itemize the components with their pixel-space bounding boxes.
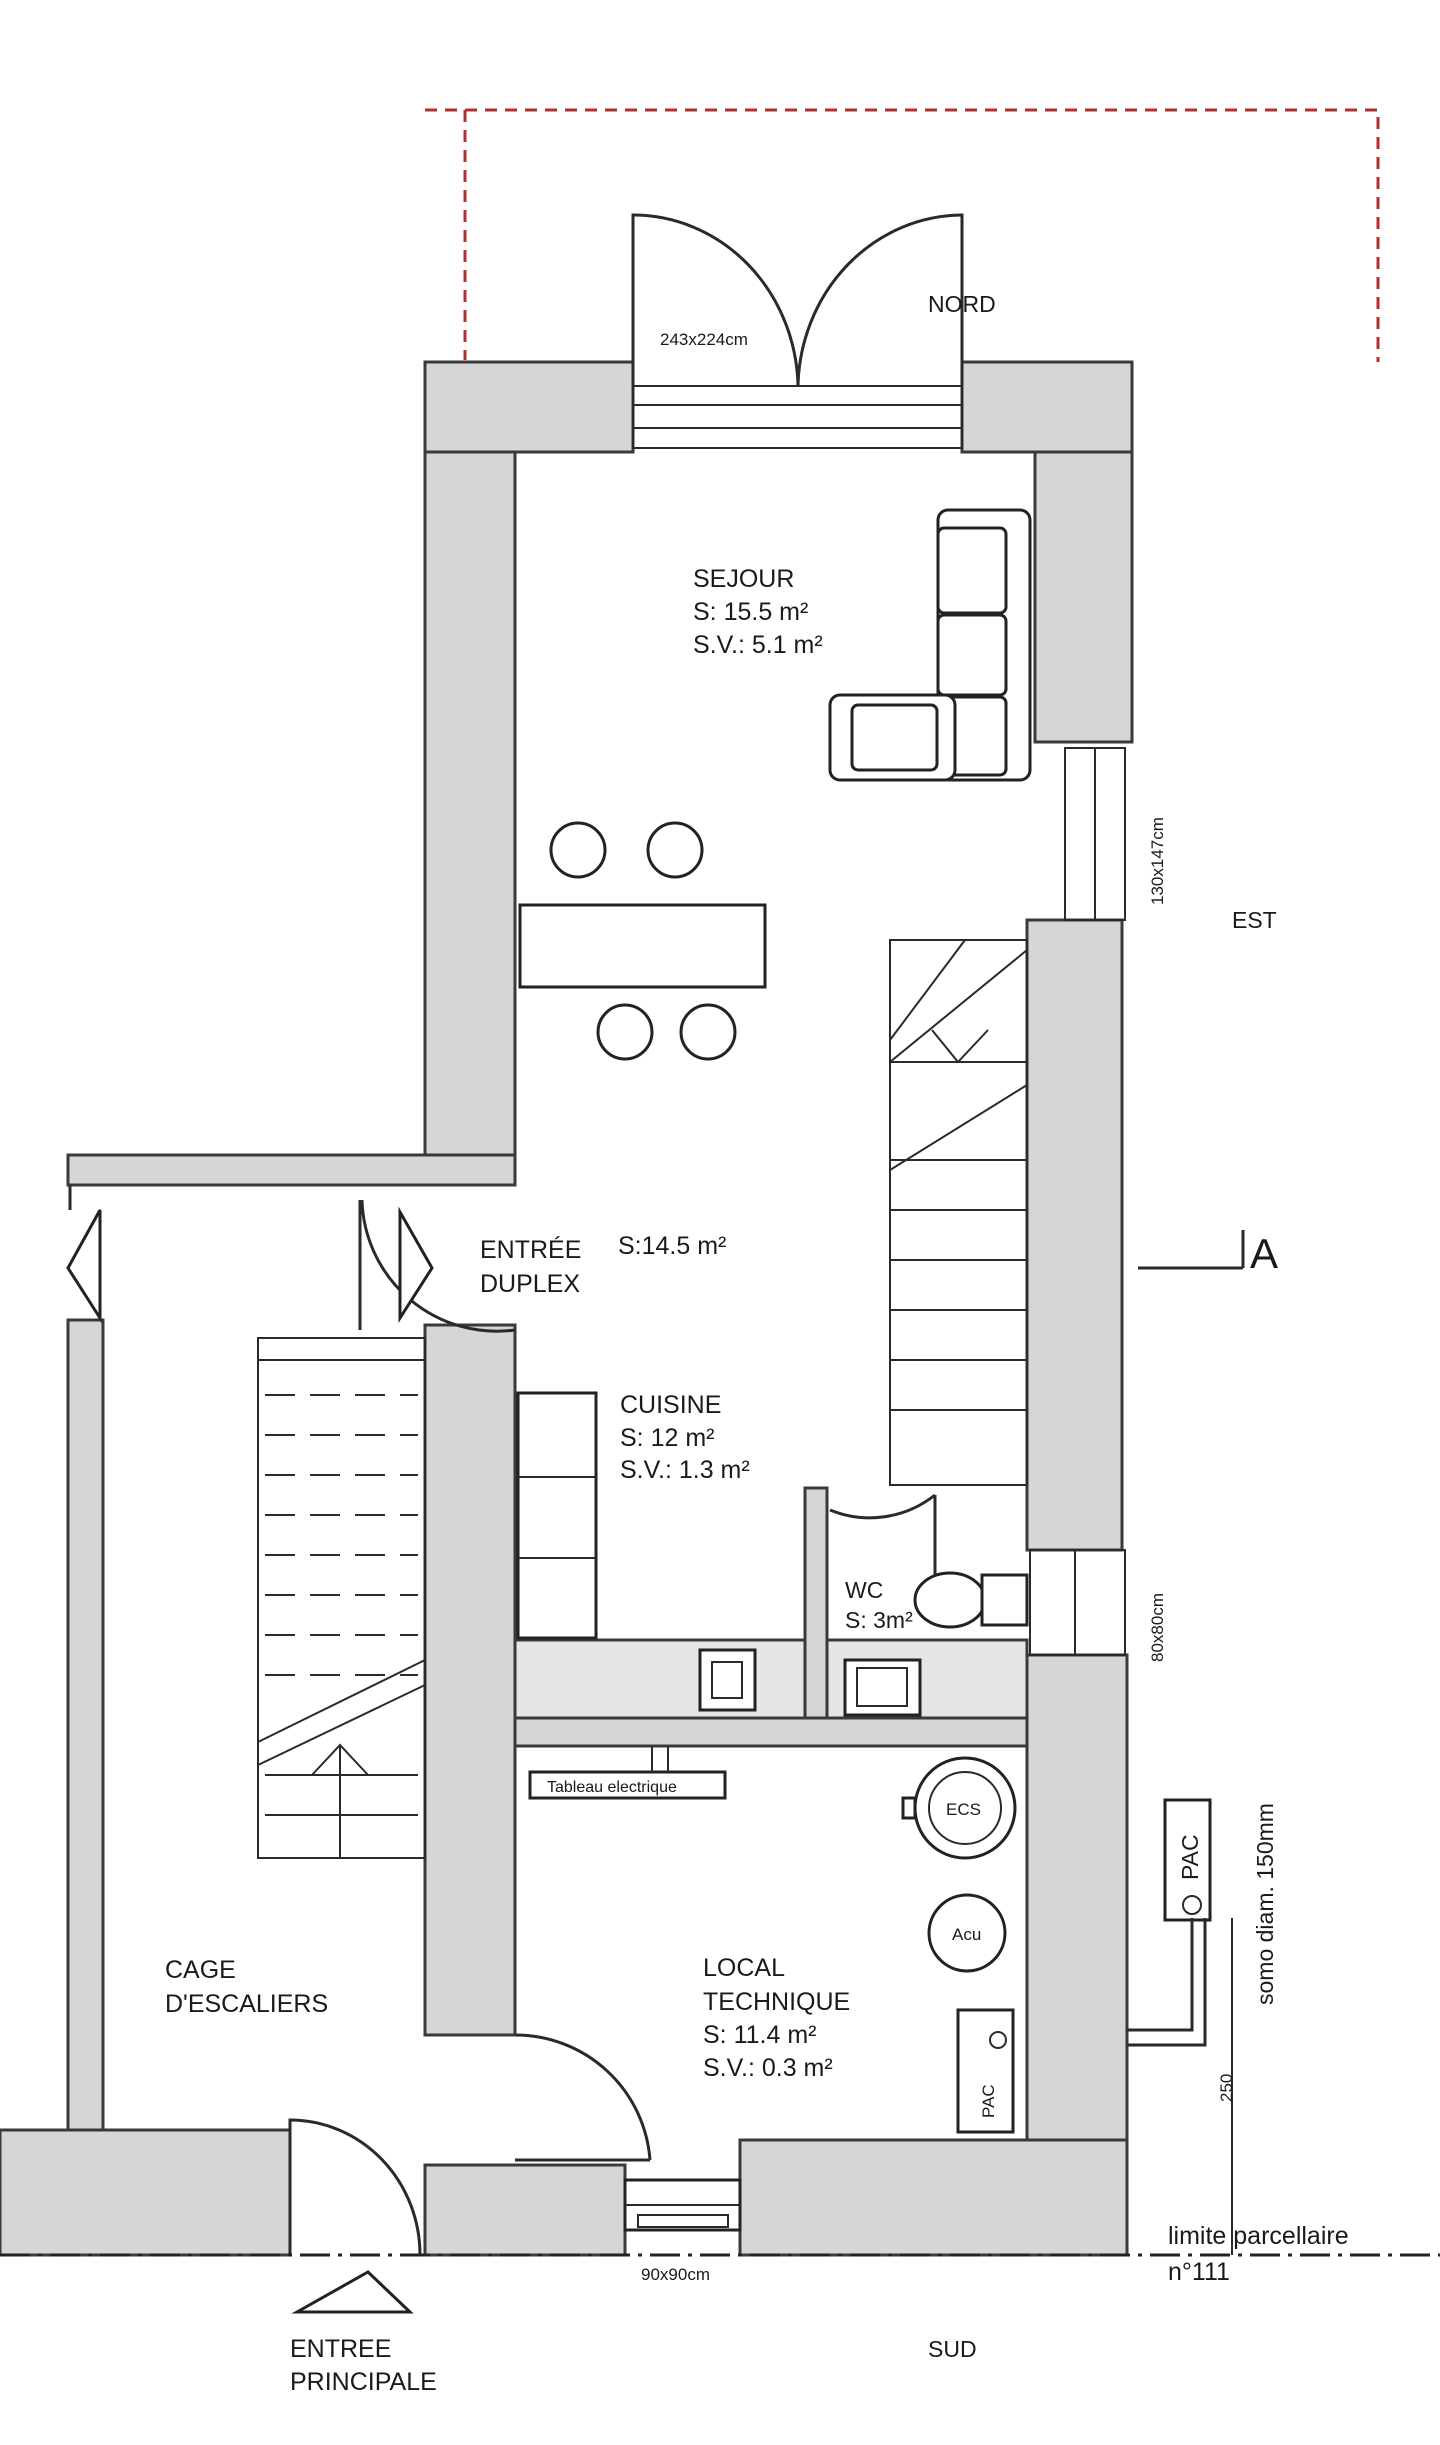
dining-table <box>518 821 767 1061</box>
local-door <box>514 2033 652 2162</box>
buffer-tank <box>927 1893 1007 1973</box>
main-entrance-2: PRINCIPALE <box>290 2368 437 2396</box>
ecs-label: ECS <box>946 1800 981 1819</box>
west-door <box>66 1185 102 1324</box>
east-label: EST <box>1232 907 1277 933</box>
local-area: S: 11.4 m² <box>703 2021 816 2049</box>
terrace-outline <box>425 108 1380 362</box>
east-small-window <box>1029 1549 1126 1656</box>
duplex-entry-door <box>358 1199 516 1333</box>
electrical-panel-label: Tableau electrique <box>547 1779 677 1796</box>
kitchen-units <box>516 1391 757 1712</box>
cuisine-name: CUISINE <box>620 1391 721 1419</box>
entree-area: S:14.5 m² <box>618 1232 726 1260</box>
entree-name-2: DUPLEX <box>480 1270 580 1298</box>
north-label: NORD <box>928 291 996 317</box>
section-mark-label: A <box>1250 1230 1278 1277</box>
acu-label: Acu <box>952 1925 981 1944</box>
pac-outside-label: PAC <box>1177 1834 1203 1880</box>
electrical-panel <box>528 1746 727 1800</box>
cage-name-1: CAGE <box>165 1956 236 1984</box>
local-name-1: LOCAL <box>703 1954 785 1982</box>
main-stairs <box>257 1337 426 1859</box>
pac-inside-label: PAC <box>979 2084 998 2118</box>
pac-indoor-unit <box>956 2008 1015 2134</box>
south-window <box>623 2178 742 2232</box>
wc-fixtures <box>829 1493 1029 1717</box>
wc-name: WC <box>845 1577 883 1603</box>
duct-label: somo diam. 150mm <box>1252 1803 1278 2005</box>
south-label: SUD <box>928 2336 977 2362</box>
north-double-door <box>631 213 964 449</box>
offset-dimension: 250 <box>1217 2074 1236 2102</box>
local-name-2: TECHNIQUE <box>703 1988 850 2016</box>
sejour-name: SEJOUR <box>693 565 794 593</box>
main-entrance-door <box>288 2118 422 2314</box>
north-door-dimension: 243x224cm <box>660 330 748 349</box>
south-window-dimension: 90x90cm <box>641 2265 710 2284</box>
pac-outdoor-unit <box>1127 1798 1233 2255</box>
east-window <box>1064 747 1126 921</box>
east-window-dimension: 130x147cm <box>1148 817 1167 905</box>
sejour-area: S: 15.5 m² <box>693 598 808 626</box>
cuisine-area: S: 12 m² <box>620 1424 714 1452</box>
wc-area: S: 3m² <box>845 1607 913 1633</box>
boundary-label-1: limite parcellaire <box>1168 2222 1349 2250</box>
cuisine-sv: S.V.: 1.3 m² <box>620 1456 750 1484</box>
sofa <box>828 508 1032 782</box>
local-sv: S.V.: 0.3 m² <box>703 2054 833 2082</box>
ecs-tank <box>901 1756 1017 1860</box>
walls <box>0 360 1134 2257</box>
east-small-window-dimension: 80x80cm <box>1148 1593 1167 1662</box>
boundary-label-2: n°111 <box>1168 2258 1230 2286</box>
cage-name-2: D'ESCALIERS <box>165 1990 328 2018</box>
section-mark <box>1138 1230 1245 1270</box>
sejour-sv: S.V.: 5.1 m² <box>693 631 823 659</box>
entree-name-1: ENTRÉE <box>480 1235 581 1264</box>
duplex-stairs <box>889 939 1028 1486</box>
main-entrance-1: ENTREE <box>290 2335 391 2363</box>
